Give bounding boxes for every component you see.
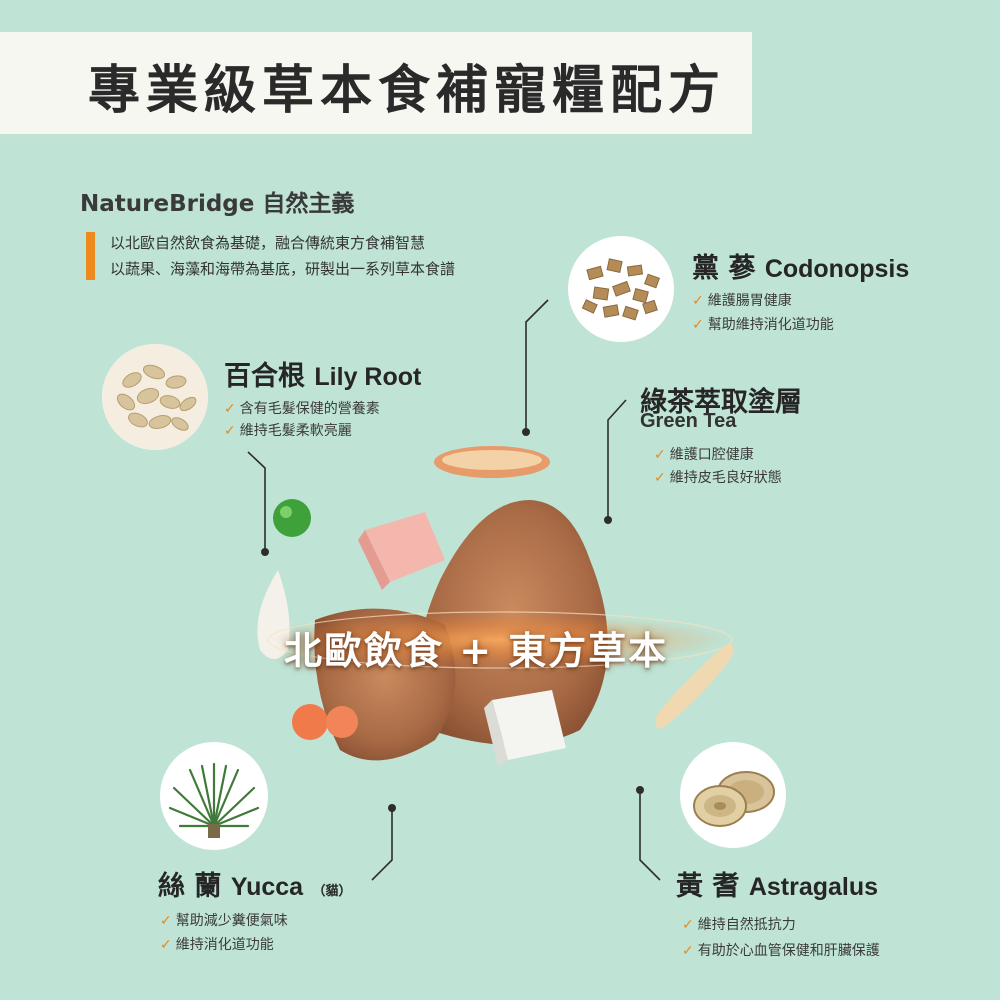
yucca-plant-icon: [168, 762, 260, 838]
yucca-note: （貓）: [312, 884, 352, 899]
codonopsis-title: 黨 蔘 Codonopsis: [692, 246, 909, 285]
glow-swirl: [270, 614, 730, 666]
lily-root-image: [102, 344, 208, 450]
lily-root-benefit-1: ✓含有毛髮保健的營養素: [224, 401, 380, 417]
astragalus-image: [680, 742, 786, 848]
green-tea-connector-line: [607, 399, 627, 520]
codonopsis-image: [568, 236, 674, 342]
check-icon: ✓: [682, 917, 694, 933]
check-icon: ✓: [682, 943, 694, 959]
green-tea-connector-dot: [604, 516, 612, 524]
yucca-title: 絲 蘭 Yucca （貓）: [158, 864, 352, 903]
green-tea-benefit-2: ✓維持皮毛良好狀態: [654, 470, 782, 486]
green-pea: [273, 499, 311, 537]
astragalus-zh: 黃 耆: [676, 871, 740, 902]
lily-root-connector-dot: [261, 548, 269, 556]
lily-root-benefit-2: ✓維持毛髮柔軟亮麗: [224, 423, 352, 439]
yucca-connector-dot: [388, 804, 396, 812]
intro-line-1: 以北歐自然飲食為基礎，融合傳統東方食補智慧: [110, 234, 426, 252]
check-icon: ✓: [654, 470, 666, 486]
yucca-benefit-1: ✓幫助減少糞便氣味: [160, 913, 288, 929]
green-tea-en: Green Tea: [640, 410, 737, 432]
codonopsis-en: Codonopsis: [764, 255, 910, 283]
astragalus-slices-icon: [693, 771, 775, 827]
green-tea-benefit-1: ✓維護口腔健康: [654, 447, 754, 463]
codonopsis-zh: 黨 蔘: [692, 253, 756, 284]
codonopsis-pieces-icon: [581, 258, 660, 321]
lily-root-zh: 百合根: [224, 361, 305, 392]
carrot-slice: [292, 704, 328, 740]
check-icon: ✓: [160, 937, 172, 953]
check-icon: ✓: [692, 317, 704, 333]
check-icon: ✓: [224, 423, 236, 439]
codonopsis-benefit-2: ✓幫助維持消化道功能: [692, 317, 834, 333]
yucca-zh: 絲 蘭: [158, 871, 222, 902]
yucca-image: [160, 742, 268, 850]
lily-root-connector-line: [247, 451, 266, 552]
astragalus-benefit-1: ✓維持自然抵抗力: [682, 917, 796, 933]
codonopsis-benefit-1: ✓維護腸胃健康: [692, 293, 792, 309]
astragalus-connector-line: [639, 790, 661, 881]
intro-line-2: 以蔬果、海藻和海帶為基底，研製出一系列草本食譜: [110, 260, 456, 278]
lily-root-pieces-icon: [102, 344, 208, 450]
astragalus-connector-dot: [636, 786, 644, 794]
yucca-en: Yucca: [230, 873, 304, 901]
check-icon: ✓: [654, 447, 666, 463]
check-icon: ✓: [224, 401, 236, 417]
meat-cube: [365, 512, 445, 582]
yucca-benefit-2: ✓維持消化道功能: [160, 937, 274, 953]
green-tea-title: 綠茶萃取塗層: [640, 387, 802, 418]
kibble-illustration: [257, 446, 734, 766]
astragalus-benefit-2: ✓有助於心血管保健和肝臟保護: [682, 943, 880, 959]
page-title: 專業級草本食補寵糧配方: [88, 61, 727, 121]
check-icon: ✓: [692, 293, 704, 309]
lily-root-en: Lily Root: [314, 363, 422, 391]
check-icon: ✓: [160, 913, 172, 929]
astragalus-en: Astragalus: [748, 873, 879, 901]
intro-accent-bar: [86, 232, 95, 280]
title-band: [0, 32, 752, 134]
codonopsis-connector-line: [525, 299, 549, 432]
brand-name: NatureBridge 自然主義: [80, 191, 355, 217]
lily-root-title: 百合根 Lily Root: [224, 354, 421, 393]
tofu-cube: [492, 690, 566, 760]
yucca-connector-line: [371, 808, 393, 881]
astragalus-root-piece: [655, 642, 734, 730]
astragalus-title: 黃 耆 Astragalus: [676, 864, 878, 903]
center-slogan: 北歐飲食 + 東方草本: [284, 629, 669, 673]
codonopsis-connector-dot: [522, 428, 530, 436]
